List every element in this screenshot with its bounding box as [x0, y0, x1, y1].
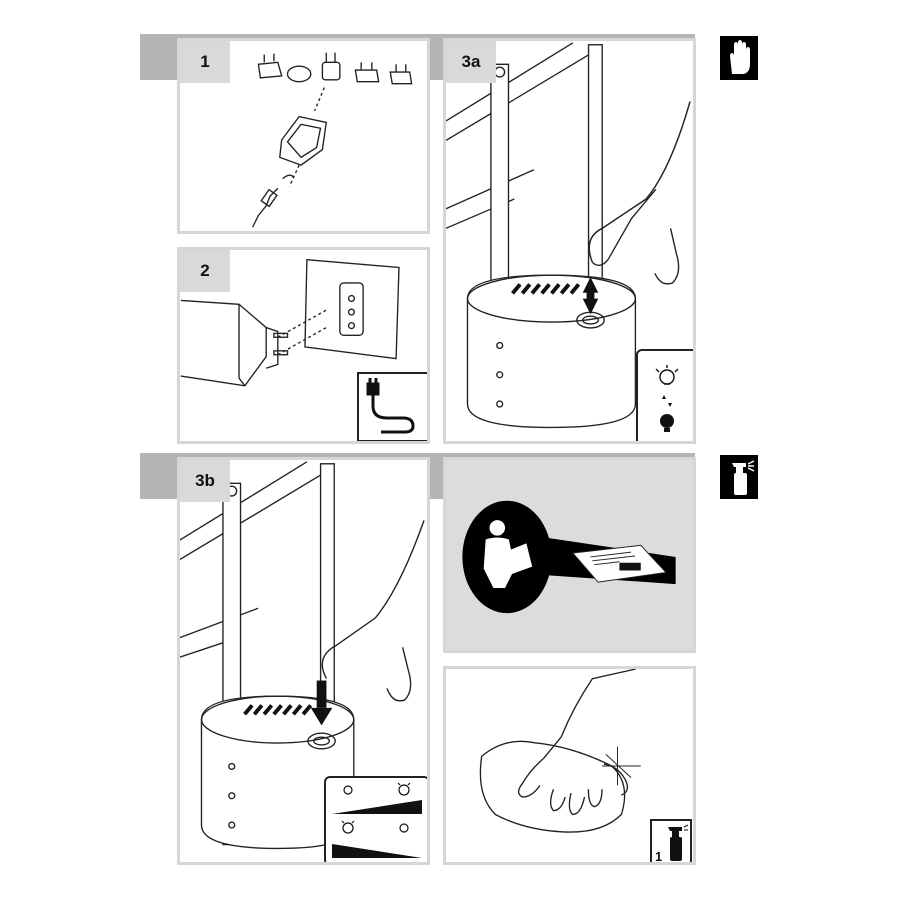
step-3b-label: 3b — [180, 460, 230, 502]
light-toggle-callout — [636, 349, 693, 441]
spray-bottle-box: 1 — [650, 819, 692, 864]
step-3a-label: 3a — [446, 41, 496, 83]
hand-stop-badge — [720, 36, 758, 80]
spray-bottle-icon — [668, 824, 689, 861]
cleaning-panel: 1 — [443, 666, 696, 865]
wipe-cloth-icon — [479, 669, 641, 833]
spray-bottle-badge — [720, 455, 758, 499]
dimmer-callout — [324, 776, 427, 862]
lamp-illustration — [446, 42, 691, 429]
step-1-label: 1 — [180, 41, 230, 83]
lamp-illustration — [180, 461, 425, 850]
step-1-panel — [177, 38, 430, 234]
plug-adapter-icon — [252, 52, 413, 228]
hand-stop-icon — [730, 40, 750, 74]
step-3a-panel — [443, 38, 696, 444]
light-toggle-icon — [655, 365, 679, 432]
step-2-label: 2 — [180, 250, 230, 292]
power-cable-symbol — [357, 372, 427, 441]
read-manual-panel — [443, 457, 696, 653]
spray-bottle-icon — [732, 460, 755, 495]
read-manual-icon — [462, 500, 676, 614]
spray-count: 1 — [655, 849, 663, 864]
step-3b-panel — [177, 457, 430, 865]
power-adapter-icon — [252, 115, 328, 228]
dimmer-icon — [332, 782, 422, 858]
power-cable-icon — [366, 378, 415, 434]
wall-socket-icon — [180, 258, 400, 387]
